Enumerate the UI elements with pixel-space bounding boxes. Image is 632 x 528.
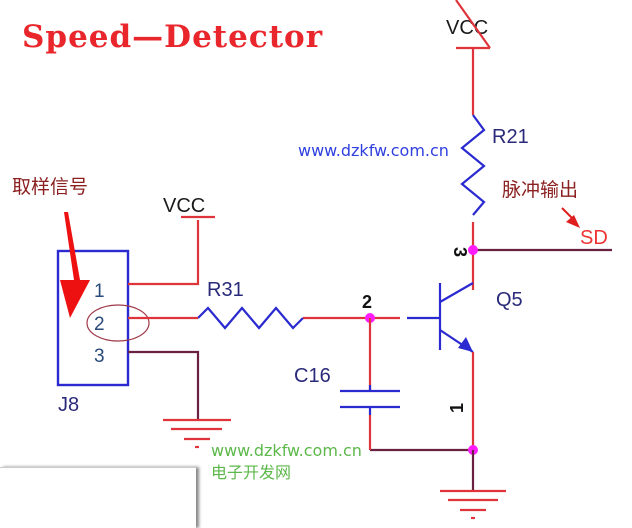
pin3-ground-wire xyxy=(128,350,200,420)
vcc-bar-top xyxy=(455,0,491,49)
overlay-panel xyxy=(0,467,196,528)
pulse-output-label: 脉冲输出 xyxy=(502,179,578,201)
schematic-title: Speed—Detector xyxy=(22,19,323,55)
connector-j8 xyxy=(56,249,130,387)
resistor-r21-label: R21 xyxy=(492,126,529,148)
vcc-label-top: VCC xyxy=(446,17,488,39)
arrow-sample-signal-icon xyxy=(60,212,90,318)
pin1-vcc-wire xyxy=(128,220,200,286)
connector-pin-2: 2 xyxy=(94,314,105,335)
connector-pin-1: 1 xyxy=(94,281,105,302)
watermark-url-green: www.dzkfw.com.cn xyxy=(211,441,362,460)
output-net-label: SD xyxy=(580,227,608,249)
arrow-pulse-output-icon xyxy=(561,207,580,228)
connector-pin-3: 3 xyxy=(94,346,105,367)
capacitor-c16 xyxy=(340,385,400,415)
vcc-label-left: VCC xyxy=(163,195,205,217)
resistor-r31 xyxy=(197,306,304,330)
resistor-r21 xyxy=(460,114,486,216)
ground-icon-left xyxy=(163,418,231,449)
watermark-name-green: 电子开发网 xyxy=(211,463,291,482)
junction-collector xyxy=(468,245,478,255)
sample-signal-label: 取样信号 xyxy=(12,176,88,198)
connector-j8-label: J8 xyxy=(58,394,79,416)
pin-emitter-label: 1 xyxy=(447,403,467,413)
pin-2-highlight-ellipse xyxy=(86,304,150,342)
ground-icon-right xyxy=(440,489,506,520)
resistor-r31-label: R31 xyxy=(207,279,244,301)
watermark-url-blue: www.dzkfw.com.cn xyxy=(298,141,449,160)
capacitor-c16-label: C16 xyxy=(294,365,331,387)
pin-collector-label: 3 xyxy=(450,247,470,257)
transistor-q5 xyxy=(407,282,474,353)
transistor-q5-label: Q5 xyxy=(496,289,523,311)
vcc-symbol-top xyxy=(456,46,490,115)
pin-base-label: 2 xyxy=(362,292,372,312)
